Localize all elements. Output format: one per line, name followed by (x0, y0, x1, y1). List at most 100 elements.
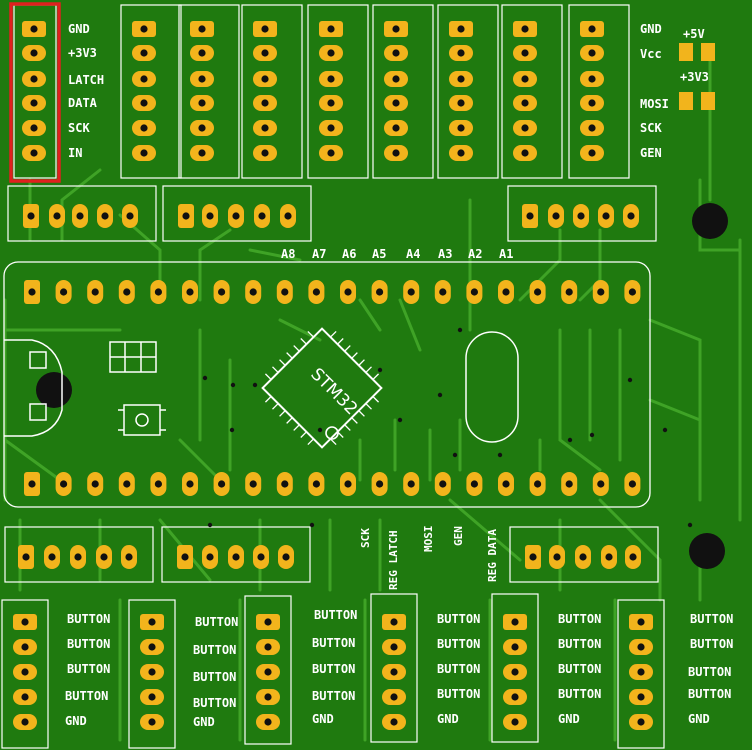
left-header-label: SCK (68, 121, 90, 135)
mcu-bottom-pin-labels: SCK REG LATCH MOSI GEN REG DATA (359, 526, 499, 591)
pad-drill (198, 25, 206, 33)
pad-drill (261, 99, 269, 107)
pad-drill (284, 212, 292, 220)
via (589, 432, 595, 438)
pad-drill (125, 553, 133, 561)
pad-drill (390, 618, 398, 626)
pad-drill (186, 480, 194, 488)
pad-drill (637, 718, 645, 726)
button-label: BUTTON (558, 687, 601, 701)
pad-drill (588, 149, 596, 157)
pad-drill (30, 149, 38, 157)
header-outline (507, 185, 657, 242)
mcu-pin-label: GEN (452, 526, 465, 546)
header-outline (307, 4, 369, 179)
pad-drill (376, 480, 384, 488)
mcu-pin-label: A6 (342, 247, 356, 261)
mounting-hole (36, 372, 72, 408)
pad-drill (534, 288, 542, 296)
button-label: BUTTON (437, 612, 480, 626)
pad-drill (198, 124, 206, 132)
pad-drill (148, 693, 156, 701)
pad-drill (457, 75, 465, 83)
trace (448, 498, 522, 562)
button-label: BUTTON (558, 612, 601, 626)
button-label: GND (193, 715, 215, 729)
pad-drill (521, 124, 529, 132)
pad-drill (552, 212, 560, 220)
button-label: BUTTON (195, 615, 238, 629)
pad-drill (628, 288, 637, 296)
pad-drill (249, 480, 257, 488)
button-label: BUTTON (67, 662, 110, 676)
button-label: BUTTON (193, 670, 236, 684)
chip-pin-mark (344, 424, 351, 431)
pad-drill (457, 25, 465, 33)
jumper-label-5v: +5V (683, 27, 705, 41)
chip-pin-mark (307, 438, 314, 446)
mcu-pin-label: A2 (468, 247, 482, 261)
pad-drill (457, 149, 465, 157)
pad-drill (327, 99, 335, 107)
trace (558, 328, 602, 472)
chip-pin-mark (272, 366, 279, 373)
chip-pin-mark (330, 330, 337, 338)
pad-drill (261, 149, 269, 157)
pad-drill (526, 212, 534, 220)
pad-drill (218, 480, 226, 488)
pad-drill (282, 553, 290, 561)
chip-pin-mark (358, 410, 365, 417)
pad-drill (457, 99, 465, 107)
pad-drill (392, 149, 400, 157)
pad-drill (511, 618, 519, 626)
left-header-label: GND (68, 22, 90, 36)
mcu-pin-label: A8 (281, 247, 295, 261)
header-outline (128, 599, 176, 749)
chip-pin-mark (358, 359, 365, 366)
pad-drill (206, 553, 214, 561)
button-label: BUTTON (688, 687, 731, 701)
trace (578, 228, 602, 302)
via (377, 367, 383, 373)
pad-drill (140, 124, 148, 132)
pad-drill (534, 480, 542, 488)
pad-drill (407, 480, 415, 488)
pad-drill (30, 25, 38, 33)
header-outline (617, 599, 665, 749)
via (497, 452, 503, 458)
pad-drill (126, 212, 134, 220)
pad-drill (588, 75, 596, 83)
pad-drill (261, 25, 269, 33)
pad-drill (637, 618, 645, 626)
pad-drill (22, 553, 30, 561)
left-header-label: IN (68, 146, 82, 160)
header-outline (509, 526, 659, 583)
pad-drill (186, 288, 194, 296)
pad-drill (21, 718, 29, 726)
pad-drill (579, 553, 587, 561)
pad-drill (521, 25, 529, 33)
pad-drill (232, 212, 240, 220)
chip-pin-mark (293, 345, 300, 352)
button-label: BUTTON (558, 662, 601, 676)
pad-drill (629, 553, 637, 561)
pad-drill (637, 668, 645, 676)
silkscreen-outlines (1, 4, 665, 749)
via (229, 427, 235, 433)
chip-pin-mark (330, 438, 337, 446)
pad-drill (565, 480, 573, 488)
mcu-pin-label: A5 (372, 247, 386, 261)
button-label: BUTTON (558, 637, 601, 651)
pad-drill (627, 212, 635, 220)
mcu-module-outline (3, 261, 651, 508)
button-header-labels: BUTTON BUTTON BUTTON BUTTON GND BUTTON B… (65, 608, 733, 729)
pad-drill (521, 49, 529, 57)
pad-drill (457, 124, 465, 132)
right-header-labels: GND Vcc MOSI SCK GEN (640, 22, 669, 160)
pad-drill (257, 553, 265, 561)
right-header-label: Vcc (640, 47, 662, 61)
button-label: BUTTON (193, 643, 236, 657)
pad-drill (264, 668, 272, 676)
pad-drill (392, 49, 400, 57)
